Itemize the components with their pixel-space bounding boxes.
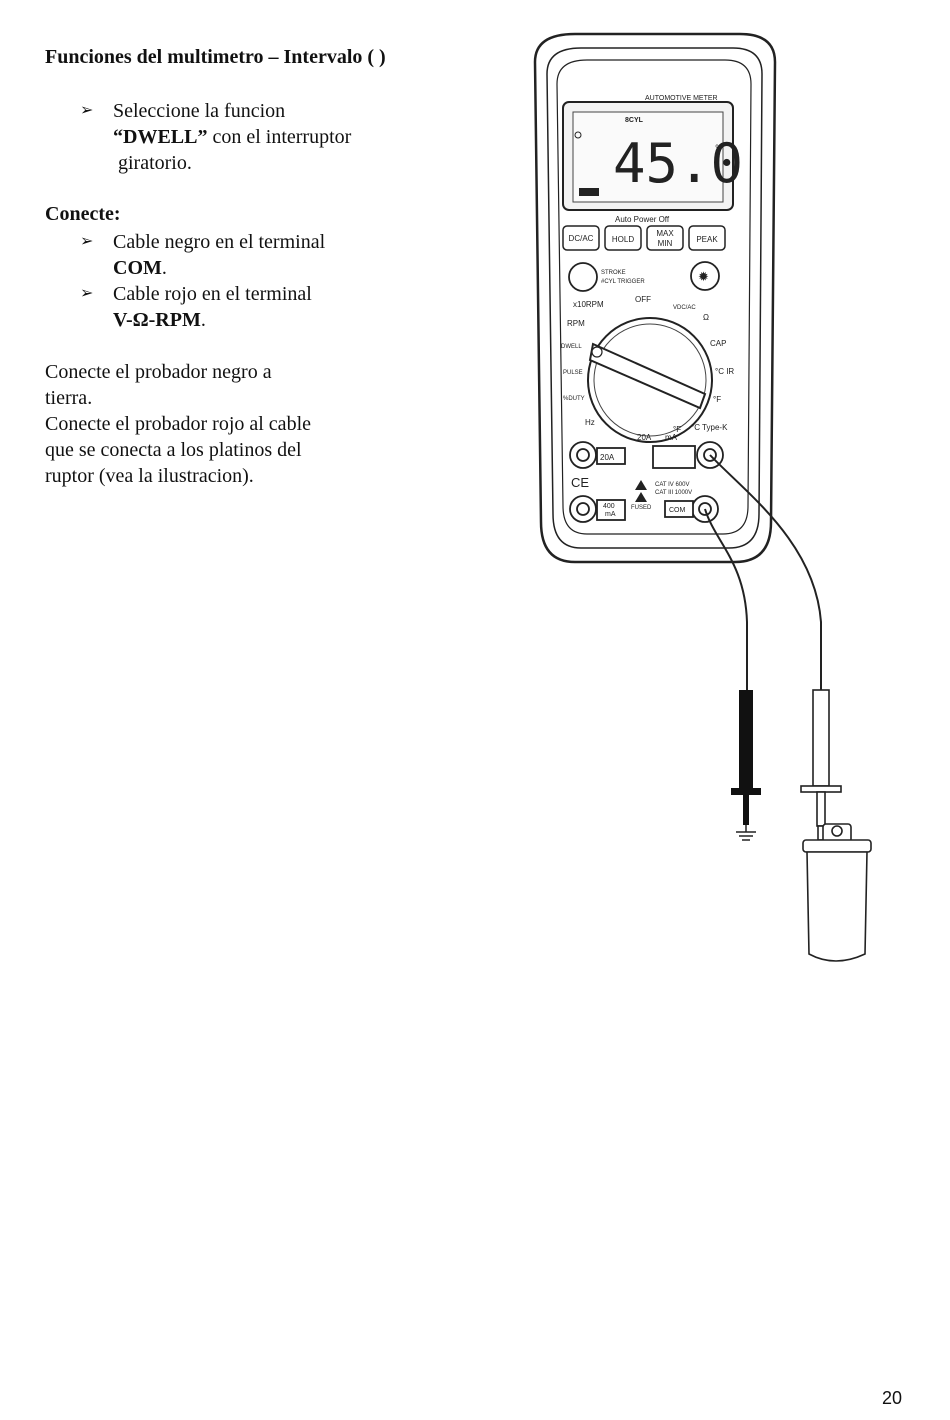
connect-item-black-line2: COM. — [113, 257, 167, 279]
red-test-lead-cable — [709, 454, 822, 690]
connect-title: Conecte: — [45, 203, 121, 225]
arrow-bullet-icon: ➢ — [80, 233, 94, 250]
terminal-20a-label-box — [596, 447, 626, 465]
terminal-ma-label: mA — [605, 511, 616, 518]
dial-off: OFF — [635, 295, 651, 304]
cat-iv-label: CAT IV 600V — [655, 482, 689, 488]
instructions-line-4: que se conecta a los platinos del — [45, 439, 302, 461]
min-label: MIN — [658, 239, 673, 248]
terminal-20a-label: 20A — [600, 453, 615, 462]
instructions-line-2: tierra. — [45, 387, 93, 409]
multimeter-body — [533, 32, 777, 564]
peak-label: PEAK — [696, 235, 718, 244]
rotary-dial[interactable] — [587, 317, 713, 443]
dial-f-ir: °F — [713, 395, 721, 404]
page-heading: Funciones del multimetro – Intervalo ( ) — [45, 46, 386, 68]
stroke-label: STROKE — [601, 270, 626, 276]
terminal-400-label: 400 — [603, 503, 615, 510]
lcd-reading: 45.0 — [613, 132, 743, 195]
fused-label: FUSED — [631, 505, 652, 511]
ground-symbol-icon — [736, 825, 756, 841]
ce-mark: CE — [571, 475, 589, 490]
cat-iii-label: CAT III 1000V — [655, 490, 692, 496]
clock-icon — [574, 131, 582, 139]
stroke-cyl-button[interactable] — [568, 262, 598, 292]
peak-button[interactable] — [688, 225, 726, 251]
hold-button[interactable] — [604, 225, 642, 251]
instructions-line-1: Conecte el probador negro a — [45, 361, 272, 383]
dial-vdcac: VDC/AC — [673, 305, 696, 311]
max-min-button[interactable] — [646, 225, 684, 251]
dial-20a: 20A — [637, 433, 652, 442]
dial-hz: Hz — [585, 418, 595, 427]
cyl-trigger-label: #CYL TRIGGER — [601, 279, 645, 285]
warning-triangle-icon — [635, 480, 647, 490]
dial-pulse: PULSE — [563, 370, 583, 376]
max-label: MAX — [656, 229, 674, 238]
connect-item-black-line1: Cable negro en el terminal — [113, 231, 326, 253]
dial-rpm: RPM — [567, 319, 585, 328]
step-line-1: Seleccione la funcion — [113, 100, 286, 122]
cyl-indicator: 8CYL — [625, 117, 644, 124]
bargraph-icon — [579, 188, 599, 196]
function-buttons — [562, 225, 726, 251]
dial-duty: %DUTY — [563, 396, 585, 402]
instructions-line-3: Conecte el probador rojo al cable — [45, 413, 311, 435]
black-test-lead-cable — [704, 508, 748, 694]
warning-triangle-icon — [635, 492, 647, 502]
com-keyword: COM — [113, 257, 162, 279]
multimeter-illustration: AUTOMOTIVE METER 8CYL 45.0 ° Auto Power … — [533, 32, 872, 962]
auto-power-off-label: Auto Power Off — [615, 215, 670, 224]
dial-c-ir: °C IR — [715, 367, 734, 376]
step-line-2: “DWELL” con el interruptor — [113, 126, 352, 148]
degree-indicator: ° — [715, 144, 719, 155]
connect-item-red-line2: V-Ω-RPM. — [113, 309, 206, 331]
brand-label: AUTOMOTIVE METER — [645, 95, 718, 102]
terminal-com-label: COM — [669, 507, 686, 514]
connect-item-red-line1: Cable rojo en el terminal — [113, 283, 312, 305]
dc-ac-button[interactable] — [562, 225, 600, 251]
dial-dwell: DWELL — [561, 344, 582, 350]
warning-label-box — [652, 445, 696, 469]
sun-icon: ✹ — [698, 269, 709, 284]
page-number: 20 — [882, 1388, 903, 1408]
v-ohm-rpm-keyword: V-Ω-RPM — [113, 309, 201, 331]
dial-ma: mA — [665, 433, 678, 442]
arrow-bullet-icon: ➢ — [80, 285, 94, 302]
red-probe — [800, 689, 842, 827]
dial-pointer — [588, 342, 707, 410]
dial-cap: CAP — [710, 339, 726, 348]
arrow-bullet-icon: ➢ — [80, 102, 94, 119]
black-probe — [731, 690, 761, 841]
dial-ohm: Ω — [703, 313, 709, 322]
terminal-400ma-label-box — [596, 499, 626, 521]
instructions-line-5: ruptor (vea la ilustracion). — [45, 465, 254, 487]
ignition-coil-illustration — [802, 823, 872, 962]
hold-label: HOLD — [612, 235, 634, 244]
dwell-keyword: DWELL — [123, 126, 198, 148]
backlight-button[interactable] — [690, 261, 720, 291]
dial-c-typek: °C Type-K — [691, 423, 728, 432]
lcd-display: AUTOMOTIVE METER 8CYL 45.0 ° — [562, 95, 743, 211]
dc-ac-label: DC/AC — [569, 234, 594, 243]
step-line-3: giratorio. — [118, 152, 192, 174]
dial-x10rpm: x10RPM — [573, 300, 604, 309]
dial-f: °F — [673, 425, 681, 434]
terminal-com-label-box — [664, 500, 694, 518]
